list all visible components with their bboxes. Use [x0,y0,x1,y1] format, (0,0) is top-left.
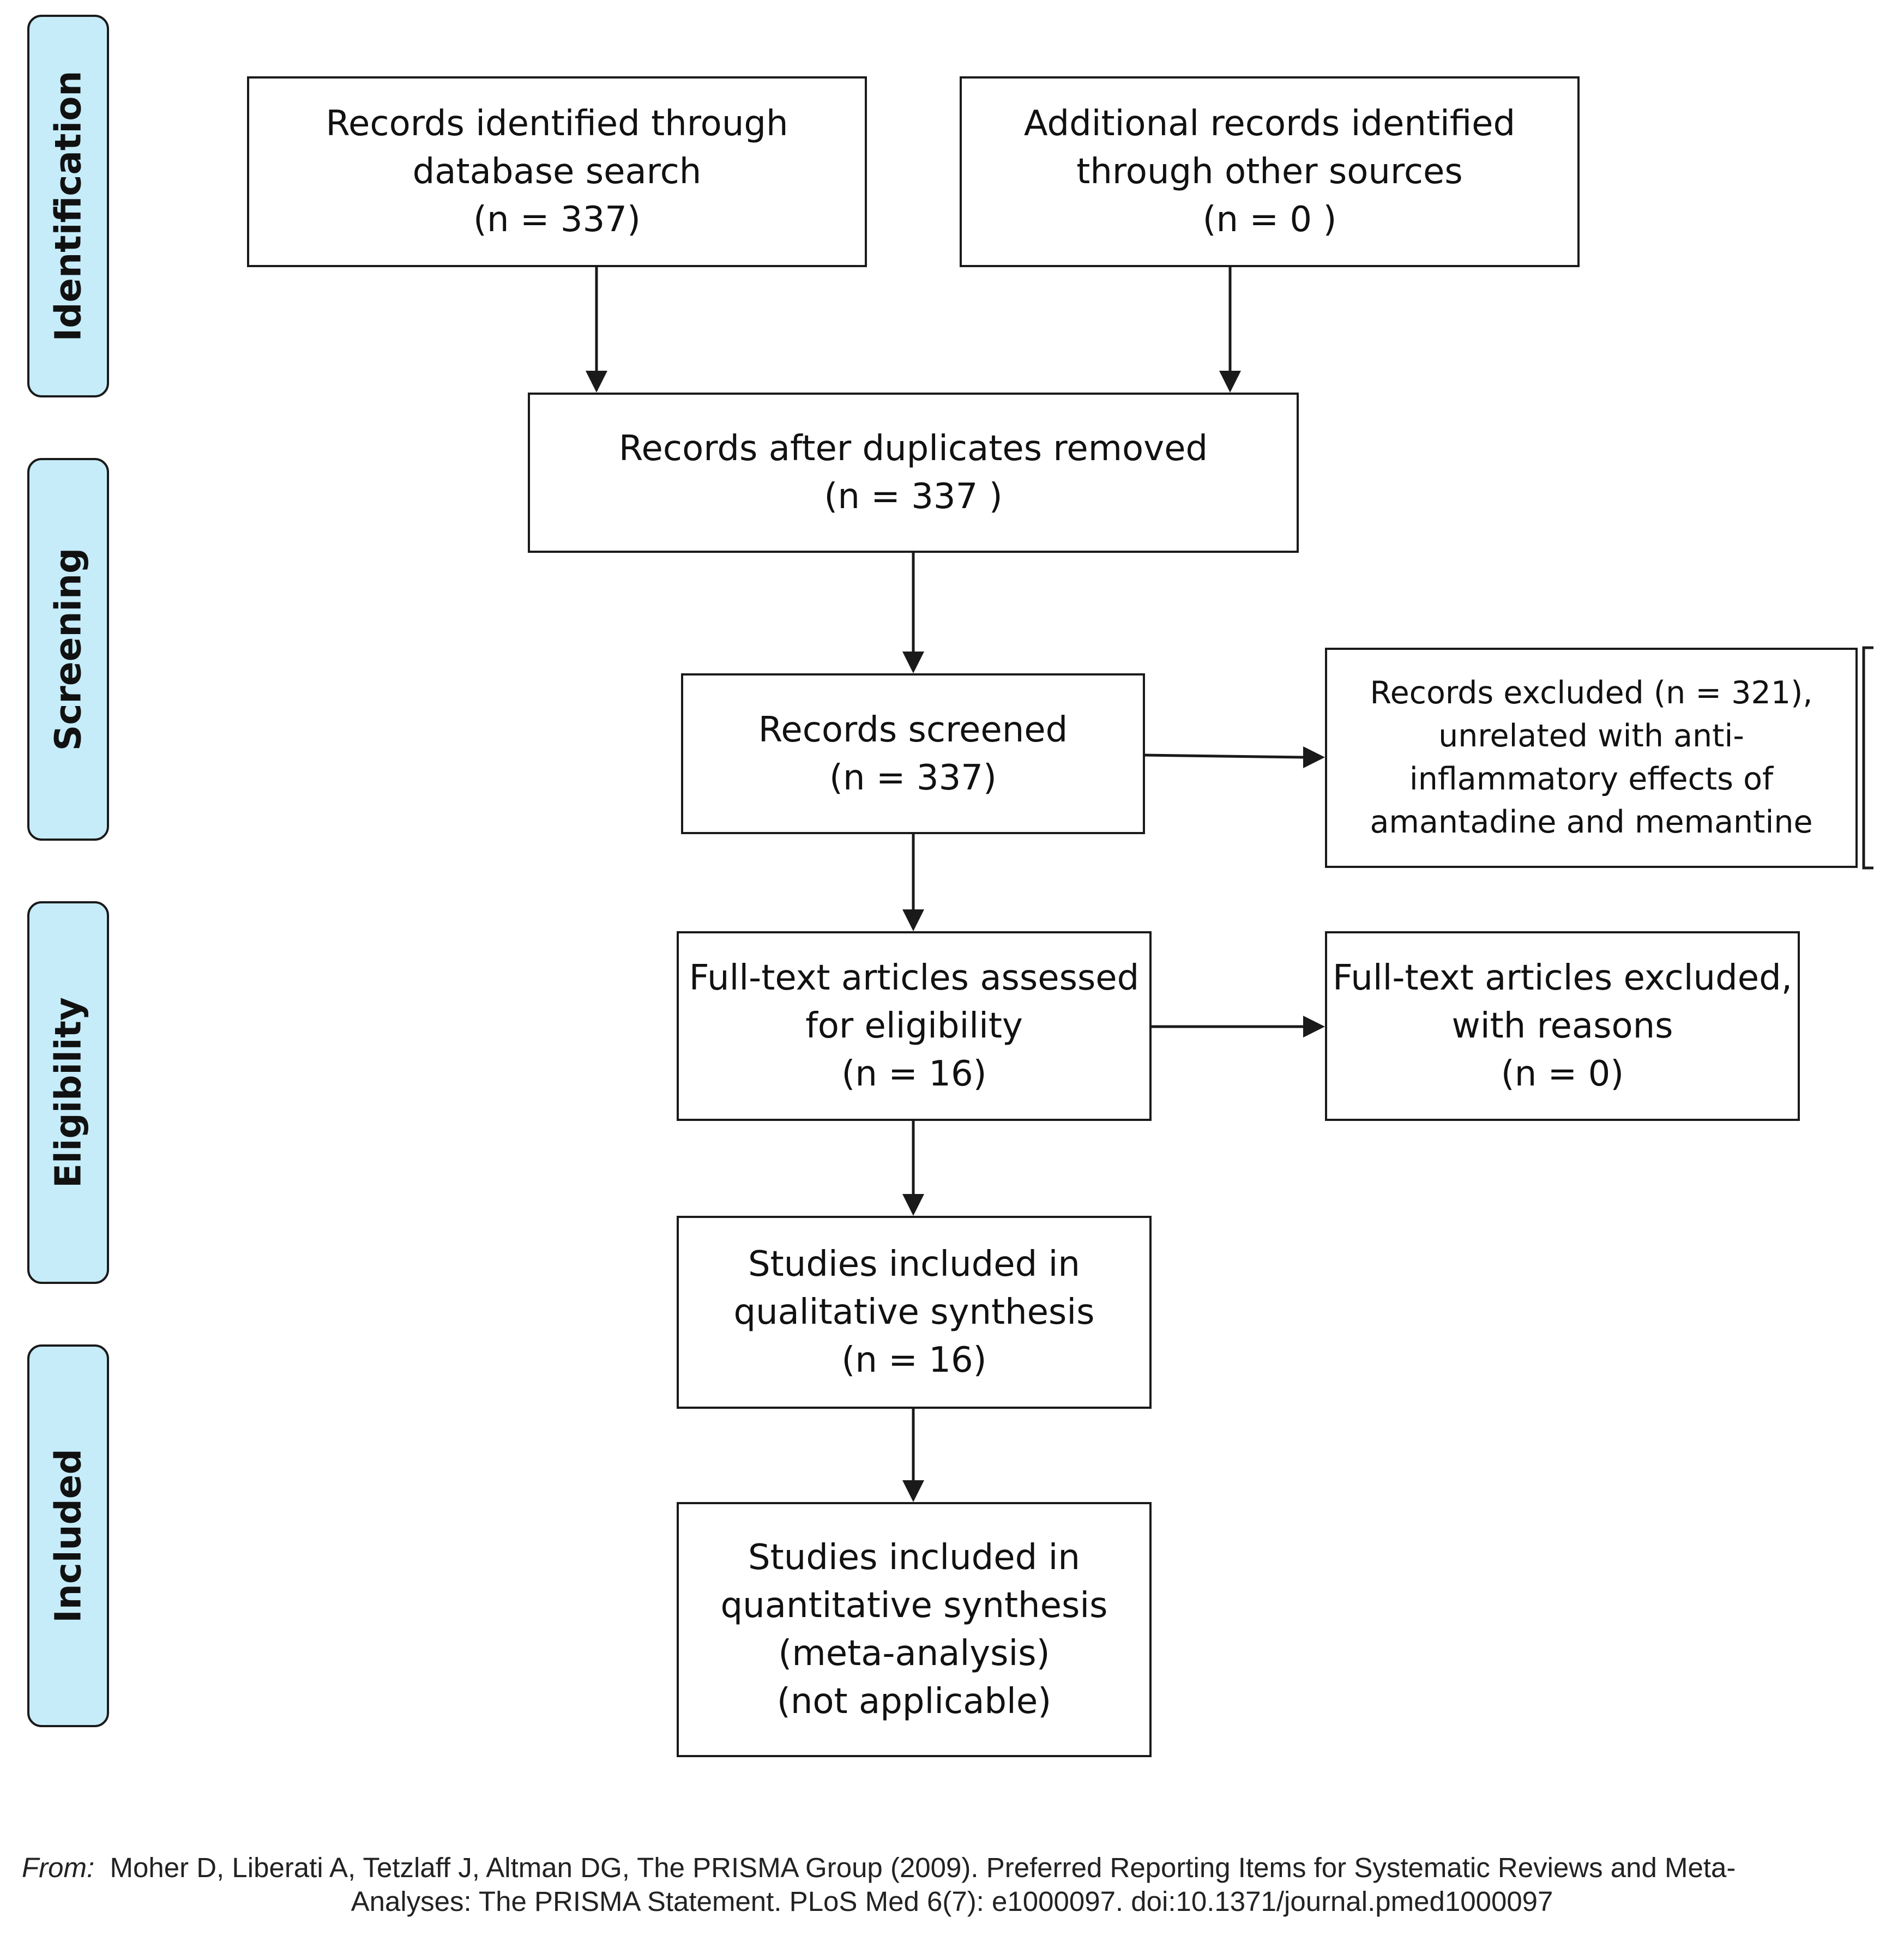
arrowhead [1219,371,1241,393]
box-line: (n = 16) [841,1340,987,1380]
arrowhead [1303,746,1325,768]
box-line: unrelated with anti- [1438,718,1744,754]
box-line: with reasons [1451,1006,1673,1046]
box-line: (n = 0 ) [1202,200,1337,240]
box-records-screened: Records screened (n = 337) [681,673,1145,834]
phase-included: Included [27,1344,109,1727]
box-other-sources: Additional records identified through ot… [960,76,1580,267]
arrowhead [902,652,924,673]
box-line: Full-text articles assessed [689,958,1140,998]
box-line: quantitative synthesis [720,1585,1108,1626]
box-line: (n = 16) [841,1054,987,1094]
phase-identification: Identification [27,15,109,397]
box-line: Studies included in [748,1537,1080,1578]
phase-label: Identification [47,70,89,342]
box-line: Records excluded (n = 321), [1370,675,1813,711]
box-line: amantadine and memantine [1370,804,1813,840]
box-line: Records screened [758,709,1068,750]
box-line: (n = 337) [829,757,997,798]
arrowhead [902,909,924,931]
box-quantitative-synthesis: Studies included in quantitative synthes… [677,1502,1152,1757]
citation-from-label: From: [22,1852,95,1883]
box-line: Full-text articles excluded, [1332,958,1793,998]
box-fulltext-assessed: Full-text articles assessed for eligibil… [677,931,1152,1121]
arrowhead [586,371,607,393]
box-line: database search [412,152,702,192]
box-line: Records after duplicates removed [618,429,1208,469]
box-line: (meta-analysis) [778,1633,1050,1674]
box-line: (n = 337) [473,200,641,240]
phase-label: Included [47,1449,89,1623]
citation-line-2: Analyses: The PRISMA Statement. PLoS Med… [351,1886,1553,1917]
arrowhead [902,1480,924,1502]
box-line: Records identified through [326,104,788,144]
box-line: (n = 0) [1501,1054,1624,1094]
phase-label: Eligibility [47,997,89,1188]
box-duplicates-removed: Records after duplicates removed (n = 33… [528,393,1299,553]
citation-line-1: From: Moher D, Liberati A, Tetzlaff J, A… [22,1851,1736,1885]
edge-bracket [1862,646,1873,870]
phase-screening: Screening [27,458,109,841]
box-line: through other sources [1076,152,1463,192]
box-line: Additional records identified [1023,104,1516,144]
arrowhead [1303,1016,1325,1038]
box-line: for eligibility [805,1006,1023,1046]
citation-text-1: Moher D, Liberati A, Tetzlaff J, Altman … [110,1852,1736,1883]
box-line: inflammatory effects of [1409,761,1774,797]
box-records-excluded: Records excluded (n = 321), unrelated wi… [1325,648,1858,868]
box-line: (not applicable) [776,1681,1052,1722]
arrowhead [902,1194,924,1216]
box-line: (n = 337 ) [824,477,1003,517]
box-line: Studies included in [748,1244,1080,1284]
box-fulltext-excluded: Full-text articles excluded, with reason… [1325,931,1800,1121]
box-qualitative-synthesis: Studies included in qualitative synthesi… [677,1216,1152,1409]
arrow-screened-to-excluded [1144,753,1304,759]
phase-label: Screening [47,547,89,751]
phase-eligibility: Eligibility [27,901,109,1284]
box-line: qualitative synthesis [733,1292,1095,1332]
box-database-search: Records identified through database sear… [247,76,867,267]
